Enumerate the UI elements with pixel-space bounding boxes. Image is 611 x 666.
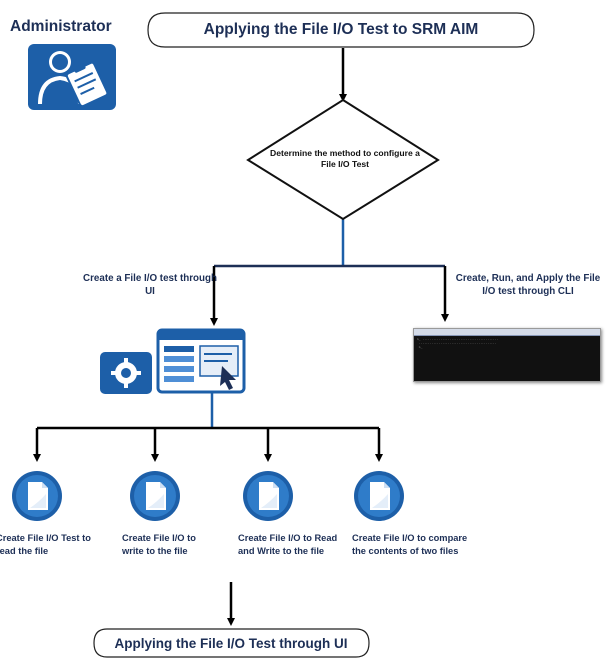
branch-ui-label: Create a File I/O test through UI: [83, 273, 217, 297]
title-pill-shape: [147, 12, 535, 48]
decision-diamond: [246, 98, 440, 221]
document-icon: [353, 470, 405, 522]
administrator-icon: [26, 42, 118, 112]
leaf-label-write: Create File I/O to write to the file: [122, 533, 196, 556]
cli-terminal-screenshot: >_ .....................................…: [413, 328, 601, 382]
leaf-label-read-write: Create File I/O to Read and Write to the…: [238, 533, 338, 556]
document-icon: [129, 470, 181, 522]
branch-cli-label: Create, Run, and Apply the File I/O test…: [455, 273, 601, 297]
ui-config-icon: [98, 328, 248, 398]
end-label: Applying the File I/O Test through UI: [114, 635, 348, 651]
document-icon: [11, 470, 63, 522]
terminal-content: >_ .....................................…: [417, 337, 499, 349]
role-label: Administrator: [10, 18, 112, 35]
leaf-label-read: Create File I/O Test to read the file: [0, 533, 91, 556]
leaf-label-compare: Create File I/O to compare the contents …: [352, 533, 468, 556]
document-icon: [242, 470, 294, 522]
page-title: Applying the File I/O Test to SRM AIM: [203, 21, 479, 38]
decision-label: Determine the method to configure a File…: [270, 148, 420, 169]
terminal-titlebar: [414, 329, 600, 336]
end-pill-shape: [93, 628, 370, 658]
